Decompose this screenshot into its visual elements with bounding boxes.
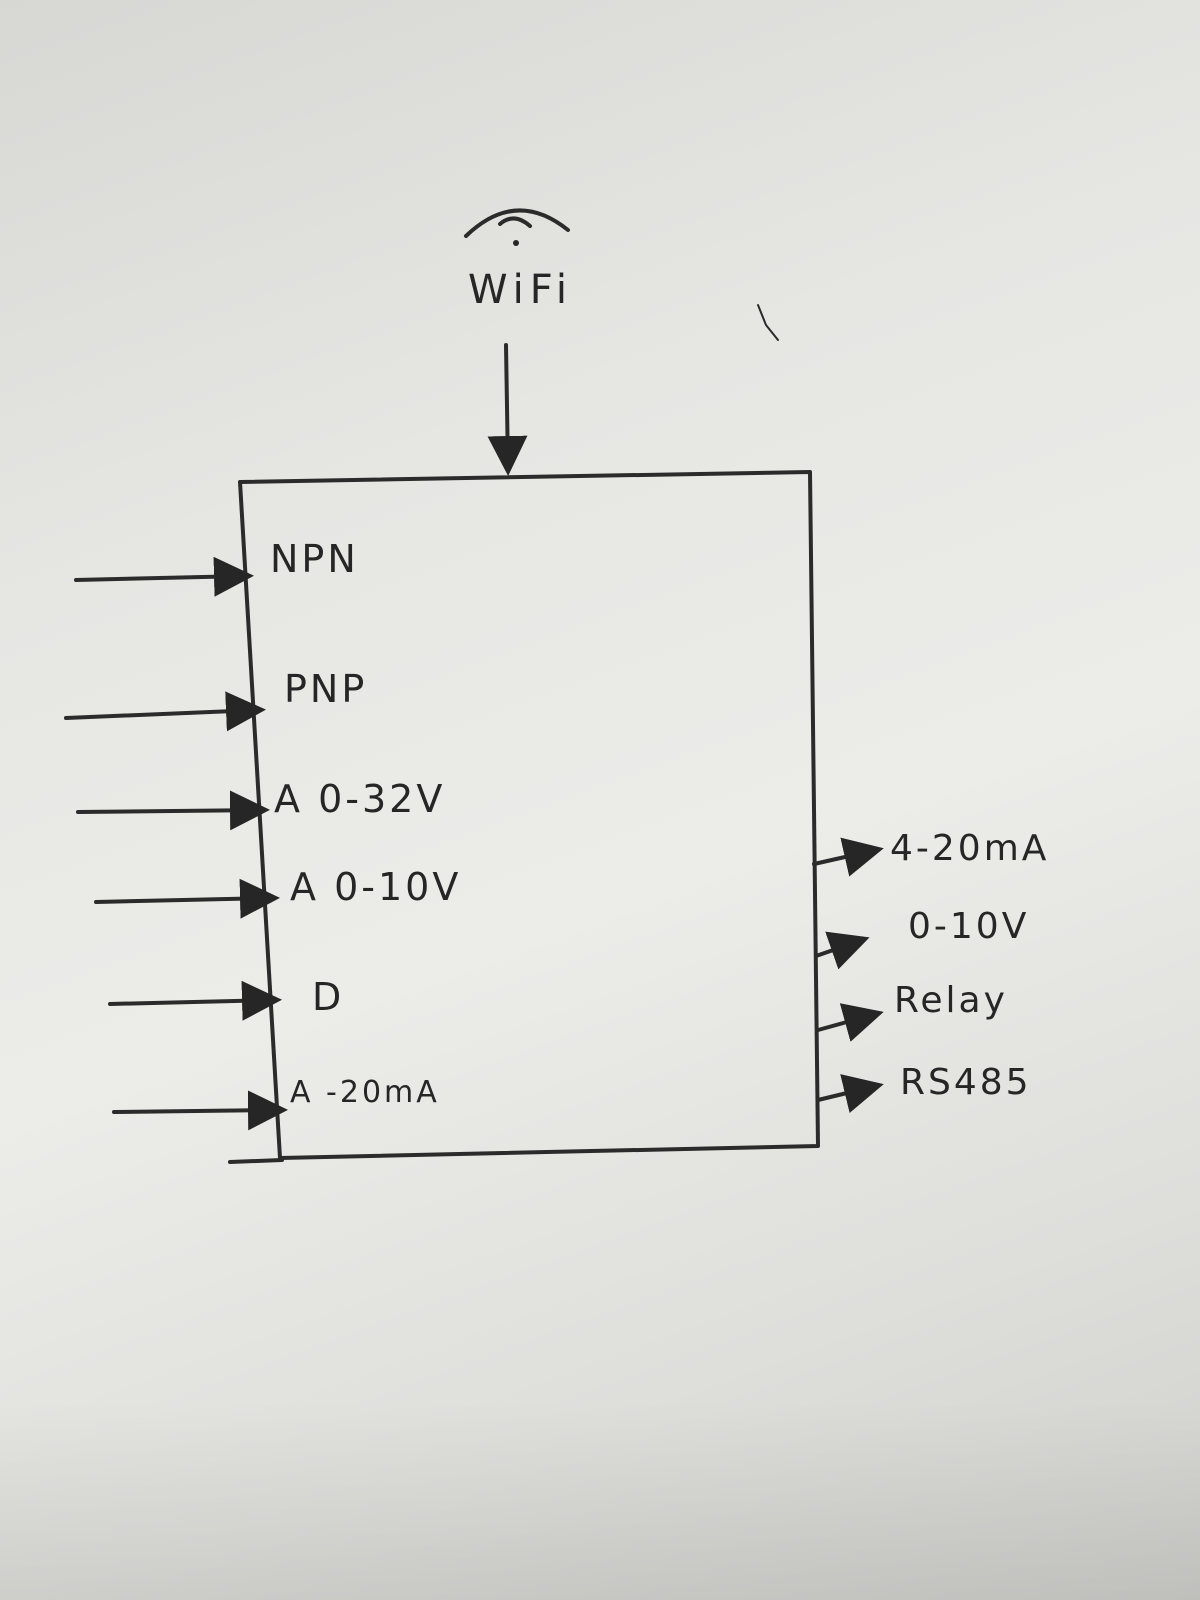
output-arrow-4-20ma bbox=[812, 837, 884, 877]
wifi-icon bbox=[464, 208, 570, 246]
output-arrow-0-10v bbox=[814, 931, 870, 970]
block-corner-overhang bbox=[228, 1158, 284, 1164]
output-arrows bbox=[812, 837, 884, 1113]
stray-mark bbox=[757, 304, 779, 341]
input-arrows bbox=[64, 556, 288, 1131]
input-label-npn: NPN bbox=[270, 537, 359, 581]
input-arrow-npn bbox=[74, 556, 254, 597]
output-arrow-rs485 bbox=[816, 1074, 884, 1113]
input-label-a-20ma: A -20mA bbox=[290, 1075, 440, 1110]
controller-block bbox=[238, 470, 820, 1160]
output-labels: 4-20mA 0-10V Relay RS485 bbox=[890, 828, 1049, 1103]
wifi-inner-arc bbox=[498, 216, 532, 228]
input-arrow-pnp bbox=[64, 691, 266, 732]
input-arrow-a-0-10v bbox=[94, 878, 280, 919]
input-arrow-a-20ma bbox=[112, 1090, 288, 1131]
wifi-dot bbox=[513, 240, 519, 246]
output-arrow-relay bbox=[816, 1003, 884, 1042]
output-label-4-20ma: 4-20mA bbox=[890, 828, 1049, 869]
input-label-pnp: PNP bbox=[284, 667, 367, 711]
wifi-outer-arc bbox=[464, 208, 570, 238]
input-label-a-0-10v: A 0-10V bbox=[290, 865, 461, 909]
input-arrow-a-0-32v bbox=[76, 790, 270, 831]
paper-shadow bbox=[0, 1400, 1200, 1600]
input-labels: NPN PNP A 0-32V A 0-10V D A -20mA bbox=[270, 537, 461, 1110]
wifi-label: WiFi bbox=[468, 267, 573, 313]
output-label-relay: Relay bbox=[894, 980, 1008, 1021]
wifi-arrow bbox=[487, 343, 528, 476]
input-arrow-d bbox=[108, 980, 282, 1021]
input-label-a-0-32v: A 0-32V bbox=[274, 777, 445, 821]
output-label-rs485: RS485 bbox=[900, 1062, 1032, 1103]
output-label-0-10v: 0-10V bbox=[908, 906, 1029, 947]
input-label-d: D bbox=[312, 975, 344, 1019]
